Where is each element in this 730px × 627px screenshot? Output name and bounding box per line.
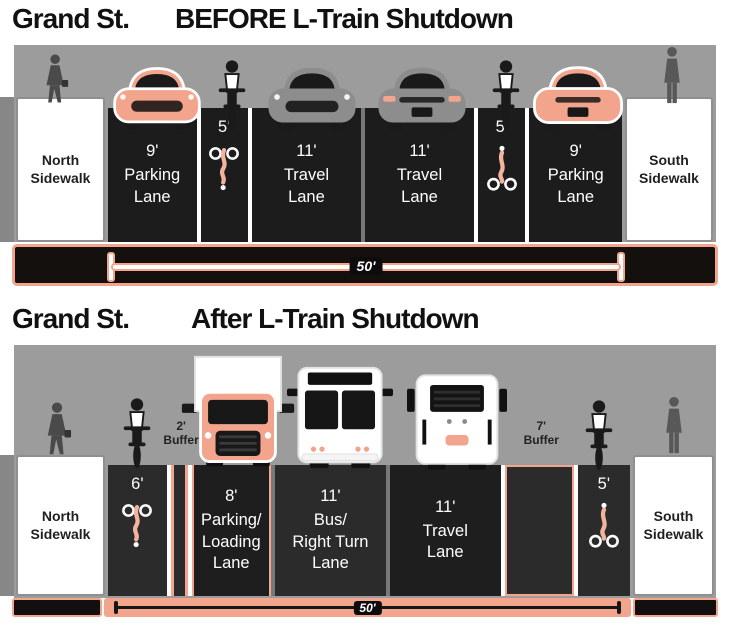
lane-bike: 5': [200, 108, 252, 242]
car-rear-gray-icon: [373, 62, 471, 132]
lane-width-label: 11': [320, 486, 341, 505]
lane-name-line: Travel: [283, 166, 330, 185]
street-name: Grand St.: [12, 303, 130, 334]
bus-rear-icon: [407, 371, 507, 472]
pedestrian-standing-icon: [662, 396, 686, 456]
lane-width-label: 6': [131, 475, 144, 493]
lane-name-line: Travel: [396, 166, 443, 185]
bus-front-icon: [287, 362, 393, 472]
lane-width-label: 5': [597, 475, 610, 493]
north-sidewalk: North Sidewalk: [16, 97, 105, 242]
car-front-salmon-icon: [111, 62, 203, 132]
buffer-label: 2'Buffer: [163, 419, 199, 447]
cyclist-marking-south-icon: [487, 145, 517, 191]
pedestrian-walking-icon: [40, 54, 72, 106]
lane-bike: 5': [577, 465, 630, 596]
lane-buffer-diagonal: [504, 465, 578, 596]
lane-name-line: Parking/: [200, 510, 262, 529]
box-truck-icon: [180, 352, 296, 472]
lane-name-line: Lane: [212, 554, 250, 573]
before-dimension-line: 50': [107, 251, 625, 282]
buffer-label: 7'Buffer: [523, 419, 559, 447]
before-event-label: BEFORE L-Train Shutdown: [175, 3, 514, 34]
north-sidewalk: North Sidewalk: [16, 455, 105, 596]
south-sidewalk: South Sidewalk: [625, 97, 713, 242]
lane-name-line: Lane: [312, 554, 349, 573]
car-rear-salmon-icon: [530, 62, 626, 132]
lane-width-label: 11': [409, 142, 430, 161]
after-dimension-line: 50': [114, 600, 621, 615]
lane-width-label: 11': [435, 497, 456, 516]
lane-name-line: Lane: [426, 543, 464, 562]
lane-bike: 6': [108, 465, 171, 596]
lane-buffer-ladder: [170, 465, 192, 596]
lane-width-label: 11': [296, 142, 317, 161]
lane-width-label: 8': [225, 486, 238, 505]
cyclist-icon: [213, 58, 251, 132]
total-width-label: 50': [349, 257, 383, 275]
lane-width-label: 9': [146, 142, 159, 161]
street-name: Grand St.: [12, 3, 130, 34]
lane-name-line: Bus/: [313, 510, 347, 529]
north-sidewalk-label: North Sidewalk: [30, 152, 91, 186]
lane-name-line: Lane: [133, 187, 171, 206]
north-sidewalk-label: North Sidewalk: [30, 508, 91, 542]
lane-name-line: Parking: [124, 166, 181, 185]
lane-name-line: Lane: [401, 187, 438, 206]
after-title: Grand St. After L-Train Shutdown: [12, 303, 480, 335]
cyclist-icon: [487, 58, 525, 132]
lane-name-line: Loading: [201, 532, 261, 551]
after-bar-right-block: [633, 598, 718, 617]
south-sidewalk-label: South Sidewalk: [643, 508, 704, 542]
lane-name-line: Travel: [422, 521, 468, 540]
lane-name-line: Right Turn: [292, 532, 369, 551]
pedestrian-standing-icon: [660, 46, 684, 106]
lane-name-line: Lane: [557, 187, 595, 206]
total-width-label: 50': [353, 600, 382, 615]
lane-width-label: 9': [569, 142, 582, 161]
cyclist-marking-north-icon: [122, 502, 152, 548]
cyclist-marking-south-icon: [589, 502, 619, 548]
south-sidewalk-label: South Sidewalk: [639, 152, 699, 186]
cyclist-marking-north-icon: [209, 145, 239, 191]
after-width-bar: 50': [104, 598, 631, 617]
after-event-label: After L-Train Shutdown: [191, 303, 480, 334]
pedestrian-walking-icon: [42, 402, 74, 458]
south-sidewalk: South Sidewalk: [633, 455, 714, 596]
before-width-bar: 50': [12, 244, 718, 286]
dimension-end-cap: [617, 601, 621, 614]
cyclist-icon: [580, 398, 618, 472]
before-title: Grand St. BEFORE L-Train Shutdown: [12, 3, 514, 35]
lane-name-line: Lane: [288, 187, 325, 206]
car-front-gray-icon: [263, 62, 361, 132]
after-bar-left-block: [12, 598, 102, 617]
lane-width-label: 5': [218, 118, 231, 136]
curb-edge-strip: [0, 97, 14, 242]
lane-bike: 5': [478, 108, 530, 242]
lane-name-line: Parking: [547, 166, 604, 185]
curb-edge-strip: [0, 455, 14, 596]
